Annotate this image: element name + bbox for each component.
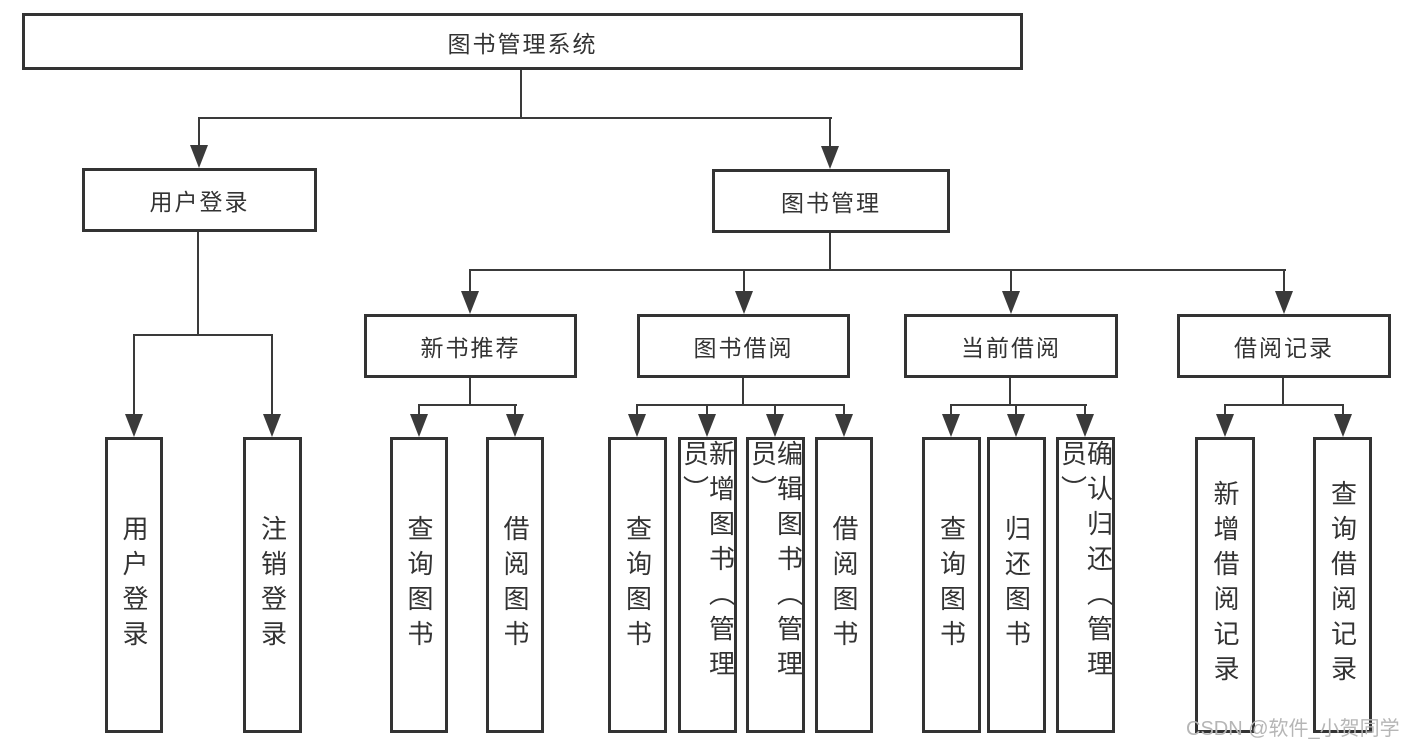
arrowhead-down	[190, 145, 208, 168]
connector-line	[469, 269, 471, 291]
connector-line	[469, 378, 471, 405]
connector-line	[829, 233, 831, 270]
node-book-management: 图书管理	[712, 169, 950, 233]
arrowhead-down	[263, 414, 281, 437]
arrowhead-down	[835, 414, 853, 437]
node-new-book-recommend-label: 新书推荐	[420, 335, 521, 361]
connector-line	[1224, 404, 1226, 416]
connector-line	[197, 232, 199, 335]
connector-line	[418, 404, 517, 406]
node-book-borrow: 图书借阅	[637, 314, 850, 378]
arrowhead-down	[1007, 414, 1025, 437]
leaf-query-borrow-record: 查询借阅记录	[1313, 437, 1372, 733]
connector-line	[1282, 378, 1284, 405]
connector-line	[636, 404, 638, 416]
connector-line	[774, 404, 776, 416]
connector-line	[950, 404, 952, 416]
leaf-user-login: 用户登录	[105, 437, 163, 733]
arrowhead-down	[698, 414, 716, 437]
arrowhead-down	[821, 146, 839, 169]
connector-line	[1015, 404, 1017, 416]
arrowhead-down	[1275, 291, 1293, 314]
connector-line	[950, 404, 1087, 406]
node-current-borrow-label: 当前借阅	[961, 335, 1061, 361]
arrowhead-down	[942, 414, 960, 437]
node-book-management-label: 图书管理	[781, 190, 881, 216]
connector-line	[1283, 269, 1285, 291]
node-user-login-label: 用户登录	[149, 189, 250, 215]
csdn-watermark: CSDN @软件_小贺同学	[1186, 718, 1400, 740]
connector-line	[742, 378, 744, 405]
leaf-query-book-current: 查询图书	[922, 437, 981, 733]
connector-line	[271, 334, 273, 416]
connector-line	[706, 404, 708, 416]
node-new-book-recommend: 新书推荐	[364, 314, 577, 378]
arrowhead-down	[506, 414, 524, 437]
arrowhead-down	[1216, 414, 1234, 437]
leaf-add-borrow-record: 新增借阅记录	[1195, 437, 1255, 733]
leaf-query-book-borrow: 查询图书	[608, 437, 667, 733]
node-current-borrow: 当前借阅	[904, 314, 1118, 378]
node-root: 图书管理系统	[22, 13, 1023, 70]
node-book-borrow-label: 图书借阅	[693, 335, 794, 361]
connector-line	[198, 117, 832, 119]
node-user-login: 用户登录	[82, 168, 317, 232]
node-root-label: 图书管理系统	[447, 30, 598, 57]
connector-line	[1009, 378, 1011, 405]
leaf-add-book-admin: 新增图书（管理员）	[678, 437, 737, 733]
leaf-confirm-return-admin: 确认归还（管理员）	[1056, 437, 1115, 733]
connector-line	[743, 269, 745, 291]
arrowhead-down	[735, 291, 753, 314]
arrowhead-down	[461, 291, 479, 314]
connector-line	[1342, 404, 1344, 416]
node-borrow-records-label: 借阅记录	[1234, 335, 1334, 361]
connector-line	[198, 117, 200, 147]
connector-line	[520, 70, 522, 118]
arrowhead-down	[1334, 414, 1352, 437]
connector-line	[1224, 404, 1344, 406]
leaf-query-book-recommend: 查询图书	[390, 437, 448, 733]
arrowhead-down	[628, 414, 646, 437]
leaf-borrow-book-recommend: 借阅图书	[486, 437, 544, 733]
connector-line	[843, 404, 845, 416]
arrowhead-down	[410, 414, 428, 437]
connector-line	[1010, 269, 1012, 291]
node-borrow-records: 借阅记录	[1177, 314, 1391, 378]
leaf-borrow-book: 借阅图书	[815, 437, 873, 733]
connector-line	[418, 404, 420, 416]
connector-line	[133, 334, 273, 336]
leaf-edit-book-admin: 编辑图书（管理员）	[746, 437, 805, 733]
connector-line	[469, 269, 1286, 271]
arrowhead-down	[125, 414, 143, 437]
leaf-logout: 注销登录	[243, 437, 302, 733]
arrowhead-down	[1002, 291, 1020, 314]
connector-line	[829, 117, 831, 148]
connector-line	[636, 404, 845, 406]
leaf-return-book: 归还图书	[987, 437, 1046, 733]
connector-line	[1084, 404, 1086, 416]
connector-line	[133, 334, 135, 416]
connector-line	[514, 404, 516, 416]
arrowhead-down	[1076, 414, 1094, 437]
arrowhead-down	[766, 414, 784, 437]
